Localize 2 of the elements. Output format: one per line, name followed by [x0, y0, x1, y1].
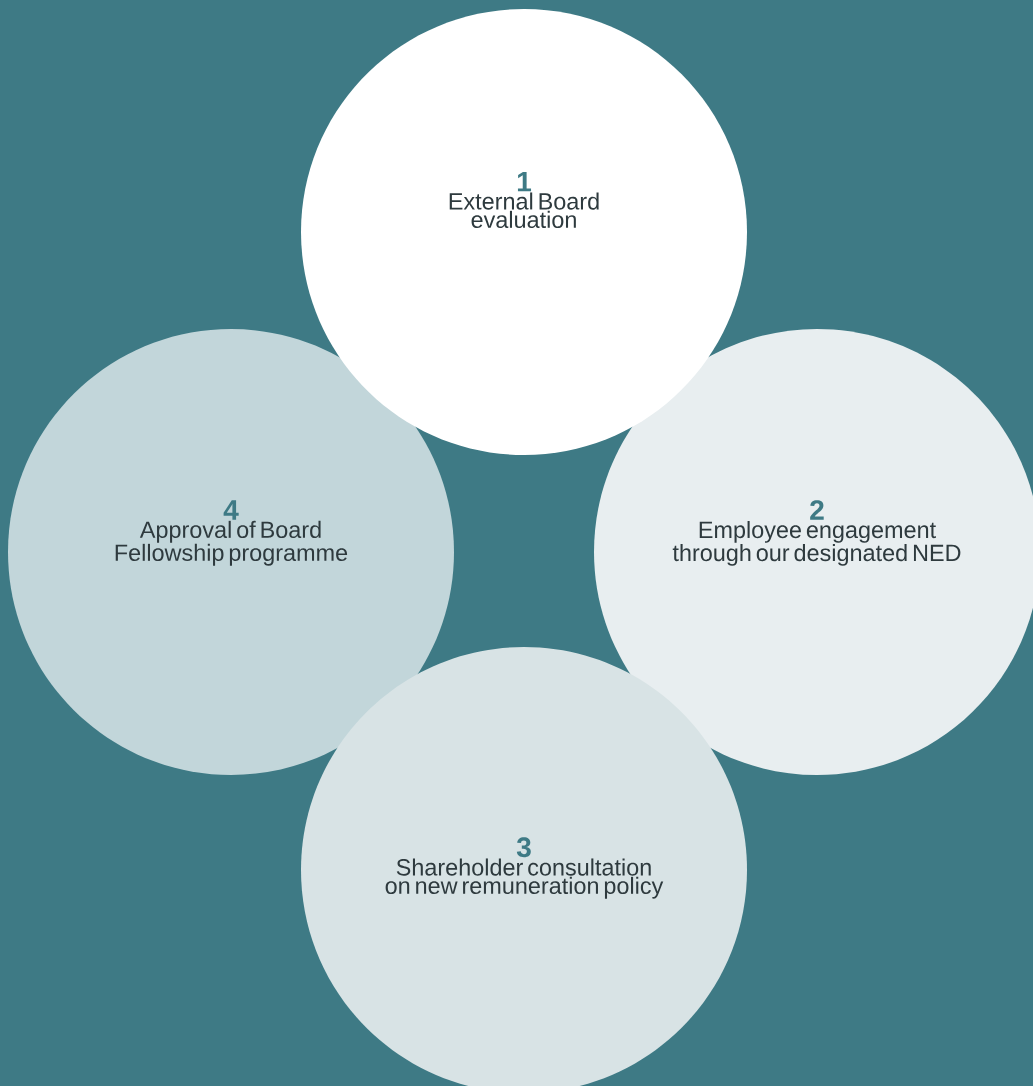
circle-node: 1 External Board evaluation	[301, 9, 747, 455]
circle-node: 4 Approval of Board Fellowship programme	[8, 329, 454, 775]
